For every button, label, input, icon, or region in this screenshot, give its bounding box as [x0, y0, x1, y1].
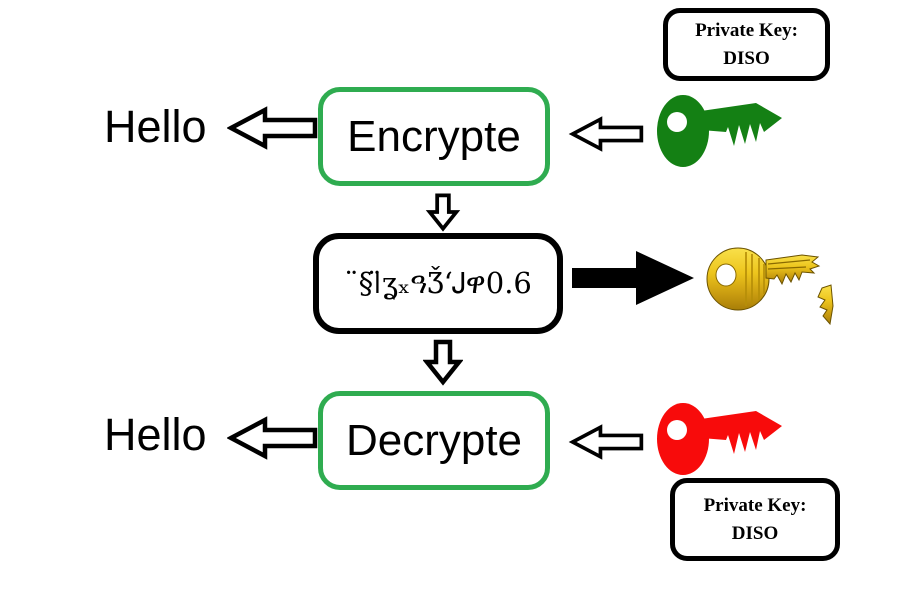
arrow-decrypt-to-plaintext — [227, 416, 318, 460]
plaintext-output-bottom: Hello — [104, 409, 207, 460]
encrypt-box-label: Encrypte — [347, 111, 521, 161]
decrypt-box-label: Decrypte — [345, 415, 523, 465]
gold-broken-key-icon — [706, 247, 834, 326]
private-key-box-top: Private Key: DISO — [663, 8, 830, 81]
plaintext-output-top: Hello — [104, 101, 207, 152]
private-key-box-bottom: Private Key: DISO — [670, 478, 840, 561]
arrow-encrypt-to-plaintext — [227, 106, 318, 150]
private-key-top-line1: Private Key: — [695, 19, 798, 41]
green-key-icon — [657, 95, 782, 167]
ciphertext-box: ¨§ǀ̈ʓₓዓǮʻᎫዋ0.6 — [313, 233, 563, 334]
encrypt-box: Encrypte — [318, 87, 550, 186]
private-key-bottom-line1: Private Key: — [703, 494, 807, 516]
red-key-icon — [657, 403, 782, 475]
decrypt-box: Decrypte — [318, 391, 550, 490]
arrow-cipher-to-decrypt — [423, 339, 463, 386]
arrow-cipher-to-gold-key — [572, 251, 694, 305]
arrow-encrypt-to-cipher — [425, 193, 461, 232]
private-key-bottom-line2: DISO — [731, 522, 779, 544]
arrow-key-to-decrypt — [568, 424, 644, 460]
ciphertext-label: ¨§ǀ̈ʓₓዓǮʻᎫዋ0.6 — [344, 266, 532, 300]
private-key-top-line2: DISO — [723, 47, 770, 69]
arrow-key-to-encrypt — [568, 116, 644, 152]
